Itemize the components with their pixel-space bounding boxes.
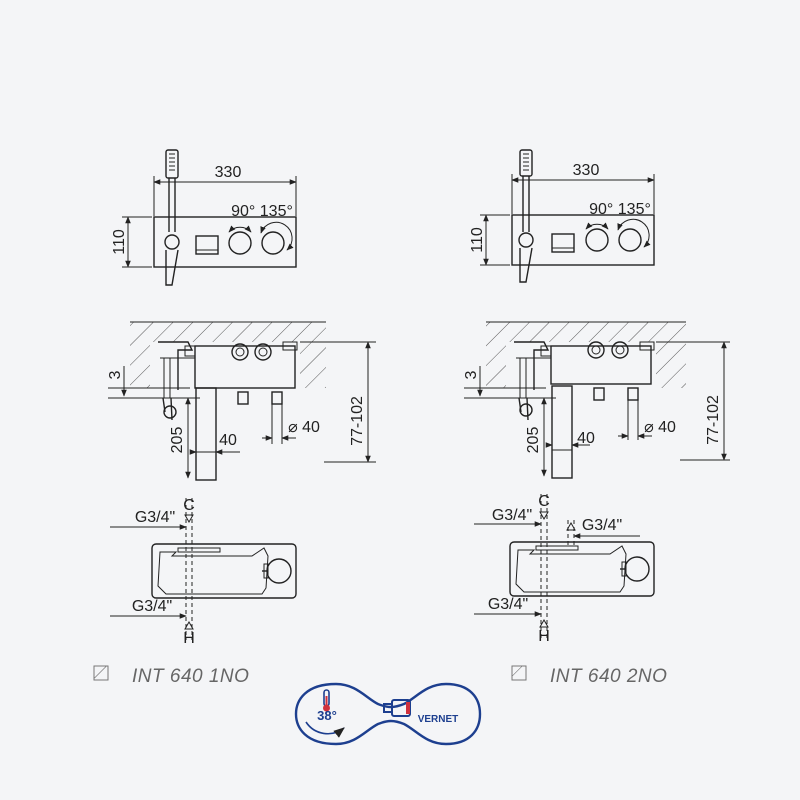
model-icon bbox=[93, 665, 109, 681]
width-label: 330 bbox=[215, 164, 242, 181]
left-top-view: C G3/4" G3/4" H bbox=[110, 497, 297, 647]
hot-label: H bbox=[183, 630, 195, 647]
brand-label: VERNET bbox=[418, 714, 459, 725]
thread-bottom-label: G3/4" bbox=[132, 598, 172, 615]
height-label: 110 bbox=[469, 227, 486, 253]
spout-label: 40 bbox=[219, 432, 237, 449]
diverter-knob bbox=[518, 232, 534, 248]
thermostat-handle bbox=[618, 228, 642, 252]
spout-outlet bbox=[551, 233, 575, 253]
left-drawing-set: 330 90° 135° 110 bbox=[93, 149, 376, 687]
right-model-caption: INT 640 2NO bbox=[511, 665, 667, 687]
box-plan bbox=[151, 543, 297, 599]
cold-label: C bbox=[538, 493, 550, 510]
flow-handle bbox=[228, 231, 252, 255]
spout-section bbox=[551, 385, 573, 479]
trim-plate bbox=[153, 216, 297, 268]
width-label: 330 bbox=[573, 162, 600, 179]
flow-handle bbox=[585, 228, 609, 252]
angles-label: 90° 135° bbox=[589, 201, 651, 218]
range-label: 77-102 bbox=[349, 396, 366, 446]
model-name-right: INT 640 2NO bbox=[550, 666, 667, 687]
right-top-view: C G3/4" G3/4" G3/4" H bbox=[474, 493, 655, 645]
box-plan bbox=[509, 541, 655, 597]
model-icon bbox=[511, 665, 527, 681]
hand-shower-head bbox=[165, 149, 179, 179]
model-name-left: INT 640 1NO bbox=[132, 666, 249, 687]
offset-label: 3 bbox=[463, 370, 480, 379]
hot-label: H bbox=[538, 628, 550, 645]
cold-label: C bbox=[183, 497, 195, 514]
spout-outlet bbox=[195, 235, 219, 255]
feature-badge: 38° VERNET bbox=[294, 682, 482, 746]
spout-label: 40 bbox=[577, 430, 595, 447]
thermostat-handle bbox=[261, 231, 285, 255]
thread-bottom-label: G3/4" bbox=[488, 596, 528, 613]
valve-body bbox=[550, 345, 652, 385]
valve-body bbox=[194, 345, 296, 389]
left-side-section: 3 205 40 bbox=[107, 321, 376, 481]
diameter-label: ⌀ 40 bbox=[644, 419, 676, 436]
hand-shower-head bbox=[519, 149, 533, 177]
height-label: 110 bbox=[111, 229, 128, 255]
left-model-caption: INT 640 1NO bbox=[93, 665, 249, 687]
depth-label: 205 bbox=[525, 427, 542, 454]
thread-top-label: G3/4" bbox=[135, 509, 175, 526]
range-label: 77-102 bbox=[705, 395, 722, 445]
right-side-section: 3 205 40 ⌀ 40 bbox=[463, 321, 730, 479]
spout-section bbox=[195, 387, 217, 481]
diverter-knob bbox=[164, 234, 180, 250]
right-front-view: 330 90° 135° 110 bbox=[469, 149, 655, 283]
offset-label: 3 bbox=[107, 370, 124, 379]
left-front-view: 330 90° 135° 110 bbox=[111, 149, 297, 286]
right-drawing-set: 330 90° 135° 110 bbox=[463, 149, 730, 687]
angles-label: 90° 135° bbox=[231, 203, 293, 220]
thermometer-icon bbox=[323, 689, 330, 712]
trim-plate bbox=[511, 214, 655, 266]
thread-top-label: G3/4" bbox=[492, 507, 532, 524]
diameter-label: ⌀ 40 bbox=[288, 419, 320, 436]
thread-second-label: G3/4" bbox=[582, 517, 622, 534]
depth-label: 205 bbox=[169, 427, 186, 454]
temperature-label: 38° bbox=[317, 708, 337, 723]
cartridge-icon bbox=[383, 699, 411, 717]
